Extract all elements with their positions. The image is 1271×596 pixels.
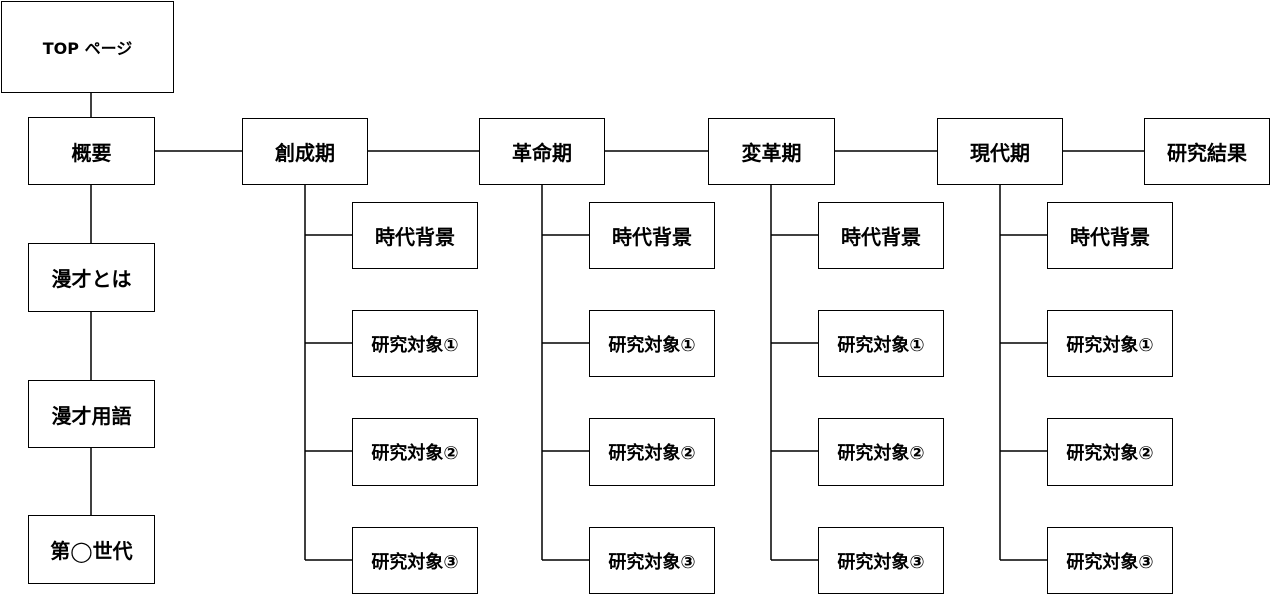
- node-label: 研究対象③: [608, 551, 696, 573]
- node-label: 漫才用語: [51, 403, 132, 428]
- sousei-kenkyu-2-node[interactable]: 研究対象②: [352, 418, 478, 486]
- node-label: 研究対象②: [837, 443, 925, 464]
- kakumei-kenkyu-2-node[interactable]: 研究対象②: [589, 418, 715, 486]
- node-label: 漫才とは: [51, 267, 132, 291]
- kakumei-jidai-haikei-node[interactable]: 時代背景: [589, 202, 715, 269]
- node-label: 概要: [71, 140, 112, 165]
- gendai-jidai-haikei-node[interactable]: 時代背景: [1047, 202, 1173, 269]
- sousei-node[interactable]: 創成期: [242, 118, 368, 185]
- node-label: 時代背景: [612, 225, 692, 249]
- node-label: 革命期: [512, 141, 572, 165]
- node-label: 研究対象①: [1066, 334, 1154, 356]
- node-label: TOP ページ: [42, 39, 133, 58]
- gendai-kenkyu-3-node[interactable]: 研究対象③: [1047, 527, 1173, 594]
- node-label: 現代期: [970, 141, 1030, 165]
- henkaku-kenkyu-3-node[interactable]: 研究対象③: [818, 527, 944, 594]
- sousei-kenkyu-1-node[interactable]: 研究対象①: [352, 310, 478, 377]
- node-label: 研究対象①: [371, 334, 459, 356]
- gaiyou-node[interactable]: 概要: [28, 117, 155, 185]
- node-label: 時代背景: [1070, 225, 1150, 249]
- gendai-kenkyu-1-node[interactable]: 研究対象①: [1047, 310, 1173, 377]
- node-label: 研究対象②: [1066, 443, 1154, 464]
- node-label: 研究対象①: [837, 334, 925, 356]
- kakumei-node[interactable]: 革命期: [479, 118, 605, 185]
- gendai-kenkyu-2-node[interactable]: 研究対象②: [1047, 418, 1173, 486]
- node-label: 研究対象③: [1066, 551, 1154, 573]
- node-label: 時代背景: [375, 225, 455, 249]
- node-label: 研究対象③: [371, 551, 459, 573]
- manzai-towa-node[interactable]: 漫才とは: [28, 243, 155, 312]
- kakumei-kenkyu-3-node[interactable]: 研究対象③: [589, 527, 715, 594]
- henkaku-kenkyu-1-node[interactable]: 研究対象①: [818, 310, 944, 377]
- henkaku-node[interactable]: 変革期: [708, 118, 835, 185]
- top-page-node[interactable]: TOP ページ: [1, 1, 174, 93]
- node-label: 研究対象①: [608, 334, 696, 356]
- henkaku-kenkyu-2-node[interactable]: 研究対象②: [818, 418, 944, 486]
- node-label: 研究対象②: [608, 443, 696, 464]
- node-label: 第◯世代: [50, 539, 133, 563]
- node-label: 変革期: [741, 141, 802, 165]
- sousei-jidai-haikei-node[interactable]: 時代背景: [352, 202, 478, 269]
- henkaku-jidai-haikei-node[interactable]: 時代背景: [818, 202, 944, 269]
- node-label: 研究結果: [1167, 141, 1247, 165]
- kakumei-kenkyu-1-node[interactable]: 研究対象①: [589, 310, 715, 377]
- sousei-kenkyu-3-node[interactable]: 研究対象③: [352, 527, 478, 594]
- manzai-yougo-node[interactable]: 漫才用語: [28, 380, 155, 448]
- node-label: 時代背景: [841, 225, 921, 249]
- kenkyu-kekka-node[interactable]: 研究結果: [1144, 118, 1270, 185]
- node-label: 研究対象②: [371, 443, 459, 464]
- node-label: 創成期: [275, 141, 335, 165]
- node-label: 研究対象③: [837, 551, 925, 573]
- dai-sedai-node[interactable]: 第◯世代: [28, 515, 155, 584]
- gendai-node[interactable]: 現代期: [937, 118, 1063, 185]
